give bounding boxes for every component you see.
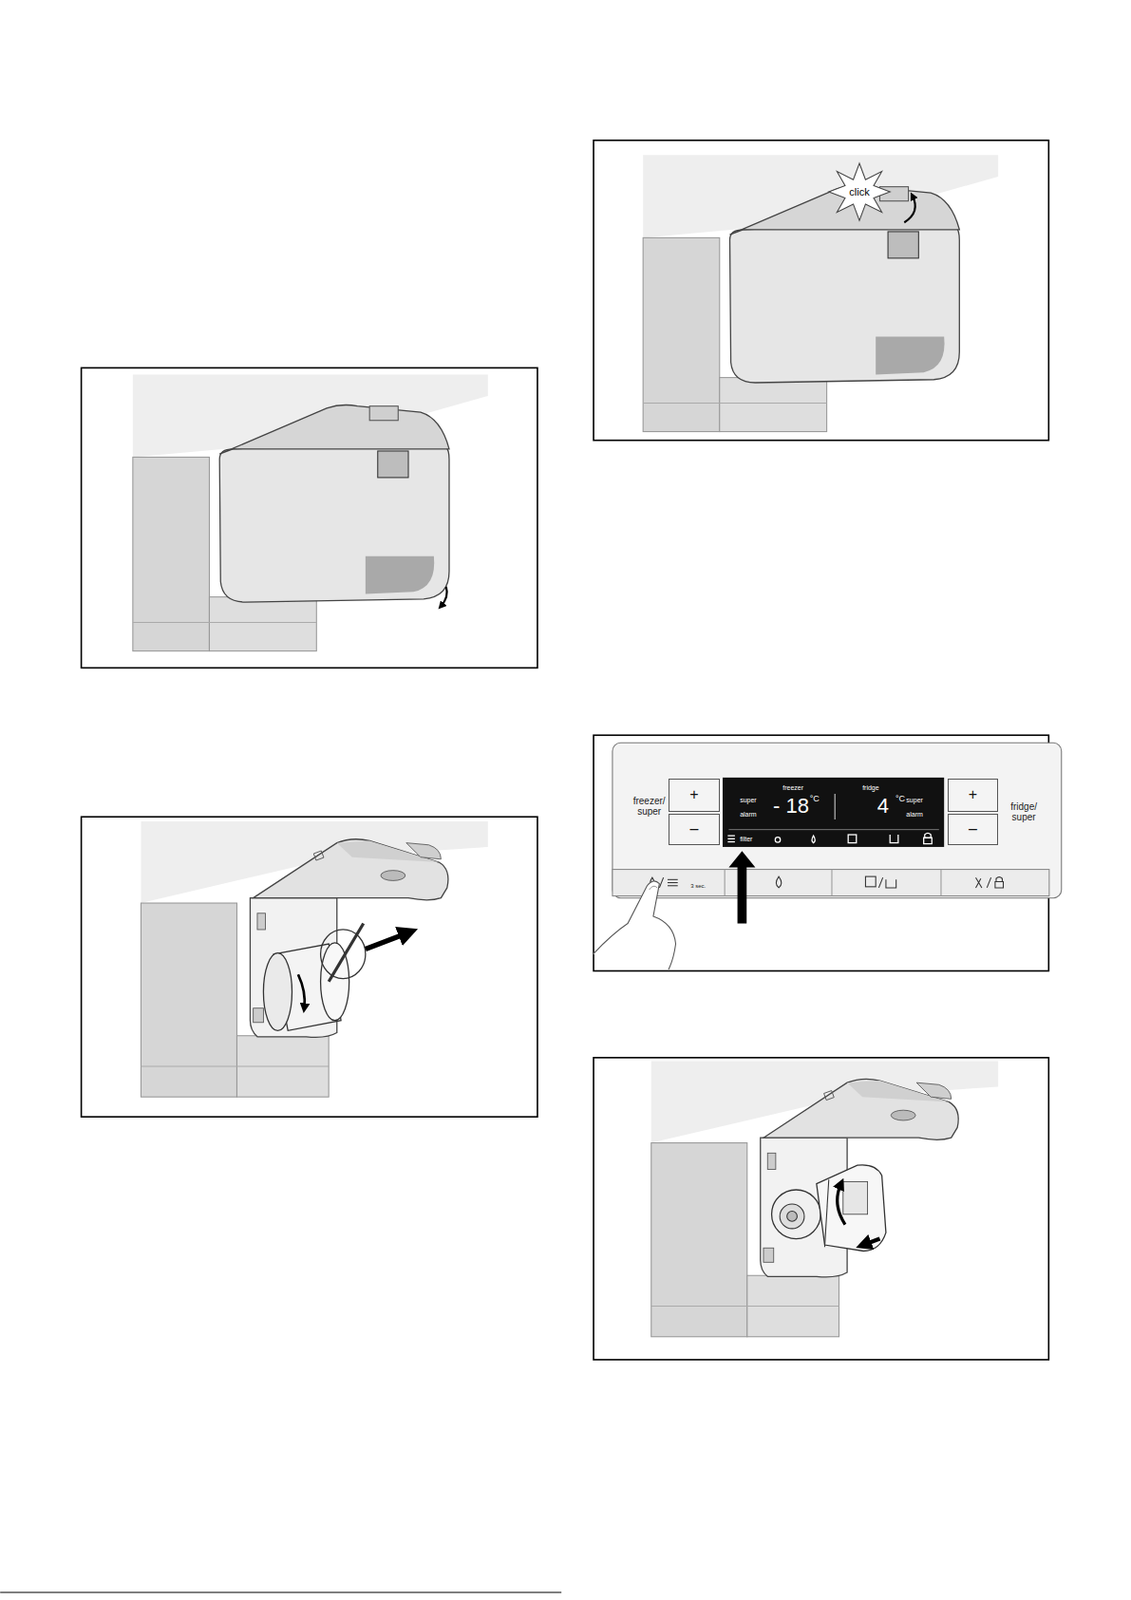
panel-button: + [668,778,720,811]
button-symbol: + [968,786,978,804]
display-text: alarm [739,810,757,819]
button-symbol: + [689,786,698,804]
temperature-unit: °C [895,794,905,805]
button-caption: fridge/ super [1000,801,1046,823]
panel-button: – [668,813,720,846]
display-text: fridge [862,784,880,792]
button-caption: freezer/ super [626,795,672,817]
display-text: alarm [905,810,924,819]
temperature-value: - 18 [772,794,810,818]
button-symbol: – [689,820,698,838]
display-text: super [905,796,924,805]
temperature-unit: °C [810,794,820,805]
hold-time: 3 sec. [690,883,706,890]
indicator-text: filter [739,835,753,844]
callout-word: click [848,186,869,198]
panel-button: – [947,813,1000,846]
display-text: super [739,796,757,805]
button-symbol: – [968,820,978,838]
temperature-value: 4 [877,794,889,818]
display-text: freezer [782,784,804,792]
panel-button: + [947,778,1000,811]
